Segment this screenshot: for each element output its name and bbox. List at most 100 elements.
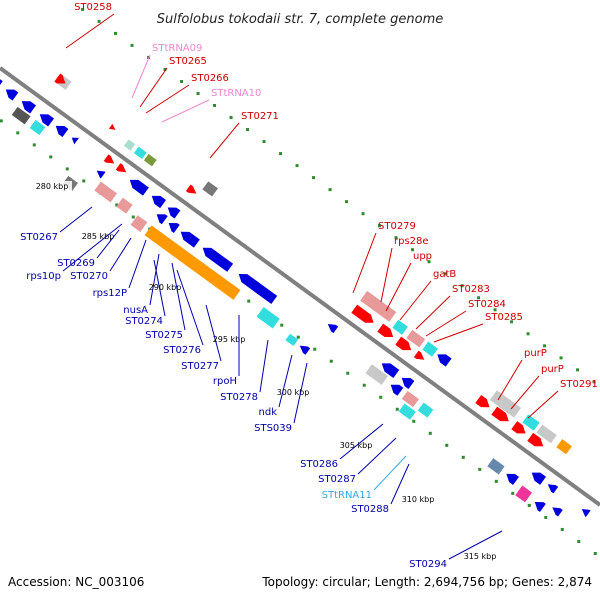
tick-dot	[511, 491, 515, 495]
label-leader-line	[278, 354, 293, 408]
gene-block	[202, 181, 218, 197]
rna-feature	[285, 333, 299, 347]
gene-label-nusa: nusA	[123, 305, 148, 316]
tick-dot	[130, 43, 134, 47]
rna-feature	[522, 414, 540, 431]
label-leader-line	[145, 84, 190, 114]
label-leader-line	[357, 437, 397, 475]
cds-reverse	[581, 509, 591, 517]
label-leader-line	[65, 13, 115, 49]
label-leader-line	[139, 67, 168, 108]
label-leader-line	[527, 390, 559, 419]
tick-dot	[280, 323, 284, 327]
gene-label-st0291: ST0291	[560, 379, 598, 390]
label-leader-line	[433, 323, 484, 343]
cds-forward	[108, 123, 116, 130]
rna-feature	[133, 146, 147, 160]
tick-dot	[328, 188, 332, 192]
long-feature	[556, 439, 572, 455]
cds-reverse	[401, 377, 415, 390]
label-leader-line	[176, 269, 204, 346]
tick-dot	[262, 140, 266, 144]
tick-dot	[229, 116, 233, 120]
tick-dot	[81, 7, 85, 11]
tick-dot	[213, 104, 217, 108]
label-leader-line	[62, 223, 123, 272]
cds-reverse	[390, 384, 404, 396]
gene-block	[360, 290, 397, 322]
tick-dot	[527, 503, 531, 507]
tick-dot	[378, 224, 382, 228]
gene-label-rps12p: rps12P	[93, 288, 127, 299]
rna-feature	[392, 319, 408, 335]
tick-dot	[131, 215, 135, 219]
tick-dot	[477, 296, 481, 300]
gene-label-st0270: ST0270	[70, 271, 108, 282]
gene-label-st0284: ST0284	[468, 299, 506, 310]
gene-block	[11, 106, 31, 125]
cds-reverse	[151, 195, 167, 209]
long-feature	[144, 225, 241, 300]
tick-dot	[180, 79, 184, 83]
tick-dot	[544, 515, 548, 519]
gene-label-sts039: STS039	[254, 423, 292, 434]
tick-label: 285 kbp	[82, 232, 115, 241]
tick-dot	[16, 131, 20, 135]
gene-label-st0265: ST0265	[169, 56, 207, 67]
cds-reverse	[39, 114, 55, 127]
cds-reverse	[167, 207, 181, 219]
accession-text: Accession: NC_003106	[8, 575, 144, 589]
gene-block	[401, 390, 419, 408]
tick-dot	[65, 167, 69, 171]
cds-reverse	[327, 324, 339, 334]
tick-dot	[82, 179, 86, 183]
tick-dot	[576, 368, 580, 372]
tick-dot	[560, 527, 564, 531]
cds-reverse	[299, 345, 311, 355]
tick-dot	[163, 67, 167, 71]
gene-label-rps28e: rps28e	[394, 236, 429, 247]
label-leader-line	[161, 99, 210, 123]
label-leader-lines	[59, 13, 559, 560]
tick-dot	[296, 335, 300, 339]
cds-reverse	[55, 125, 69, 138]
gene-label-st0288: ST0288	[351, 504, 389, 515]
gene-labels: ST0258STtRNA09ST0265ST0266STtRNA10ST0271…	[20, 2, 598, 570]
tick-dot	[196, 91, 200, 95]
tick-label: 290 kbp	[149, 283, 182, 292]
tick-dot	[329, 359, 333, 363]
tick-dot	[361, 212, 365, 216]
cds-reverse	[506, 473, 519, 485]
cds-forward	[475, 394, 490, 408]
gene-label-ndk: ndk	[259, 407, 278, 418]
gene-label-st0285: ST0285	[485, 312, 523, 323]
label-leader-line	[171, 262, 186, 331]
tick-dot	[345, 200, 349, 204]
tick-dot	[460, 284, 464, 288]
gene-block	[143, 153, 157, 167]
label-leader-line	[96, 229, 120, 259]
cds-forward	[54, 73, 66, 84]
label-leader-line	[259, 339, 269, 393]
tick-dot	[346, 371, 350, 375]
gene-label-gatb: gatB	[433, 269, 456, 280]
tick-dot	[97, 19, 101, 23]
gene-block	[116, 197, 133, 214]
cds-forward	[351, 304, 374, 323]
gene-label-sttrna10: STtRNA10	[211, 88, 261, 99]
tick-dot	[427, 260, 431, 264]
tick-dot	[543, 344, 547, 348]
tick-dot	[115, 203, 119, 207]
label-leader-line	[109, 237, 132, 272]
label-leader-line	[153, 259, 166, 317]
map-title: Sulfolobus tokodaii str. 7, complete gen…	[157, 12, 443, 27]
gene-label-st0271: ST0271	[241, 111, 279, 122]
tick-label: 310 kbp	[402, 495, 435, 504]
gene-label-st0269: ST0269	[57, 258, 95, 269]
label-leader-line	[497, 359, 523, 401]
label-leader-line	[149, 253, 160, 306]
tick-dot	[279, 152, 283, 156]
cds-forward	[395, 336, 412, 351]
cds-forward	[185, 184, 197, 194]
